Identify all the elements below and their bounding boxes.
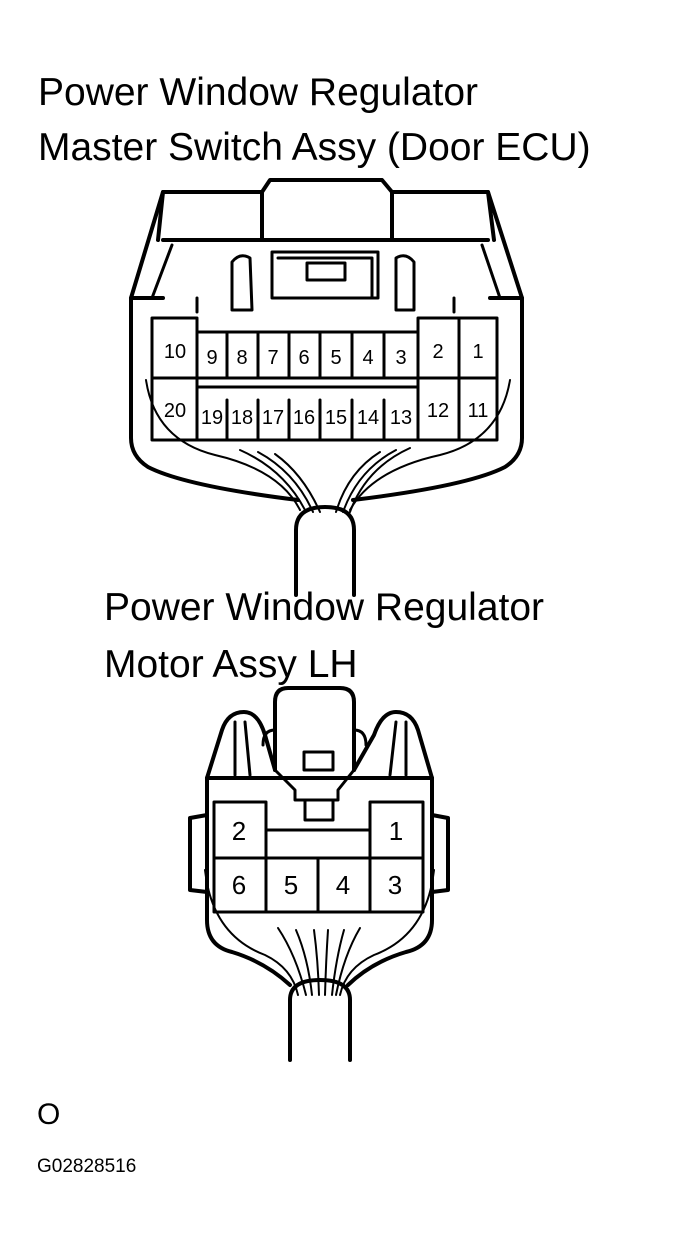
pin-label: 6 [298, 347, 309, 369]
pin-label: 20 [164, 400, 186, 422]
pin-label: 4 [336, 870, 350, 900]
motor-assy-connector [188, 686, 450, 1062]
pin-label: 1 [472, 341, 483, 363]
master-switch-title-line-1: Power Window Regulator [38, 71, 479, 114]
pin-label: 15 [325, 407, 347, 429]
pin-label: 2 [432, 341, 443, 363]
figure-id: G02828516 [37, 1156, 137, 1177]
pin-label: 5 [284, 870, 298, 900]
pin-label: 11 [468, 400, 489, 422]
pin-label: 1 [389, 816, 403, 846]
master-switch-connector [129, 178, 524, 597]
pin-label: 14 [357, 407, 379, 429]
pin-label: 8 [236, 347, 247, 369]
motor-assy-title-line-2: Motor Assy LH [104, 643, 358, 686]
pin-label: 3 [388, 870, 402, 900]
pin-label: 4 [362, 347, 373, 369]
pin-label: 16 [293, 407, 315, 429]
pin-label: 18 [231, 407, 253, 429]
pin-label: 19 [201, 407, 223, 429]
pin-label: 13 [390, 407, 412, 429]
pin-label: 6 [232, 870, 246, 900]
pin-label: 2 [232, 816, 246, 846]
motor-assy-title-line-1: Power Window Regulator [104, 586, 545, 629]
pin-label: 5 [330, 347, 341, 369]
pin-label: 9 [206, 347, 217, 369]
pin-label: 17 [262, 407, 284, 429]
master-switch-title-line-2: Master Switch Assy (Door ECU) [38, 126, 591, 169]
pin-label: 3 [395, 347, 406, 369]
view-code-label: O [37, 1098, 61, 1131]
pin-label: 10 [164, 341, 186, 363]
pin-label: 7 [267, 347, 278, 369]
pin-label: 12 [427, 400, 449, 422]
